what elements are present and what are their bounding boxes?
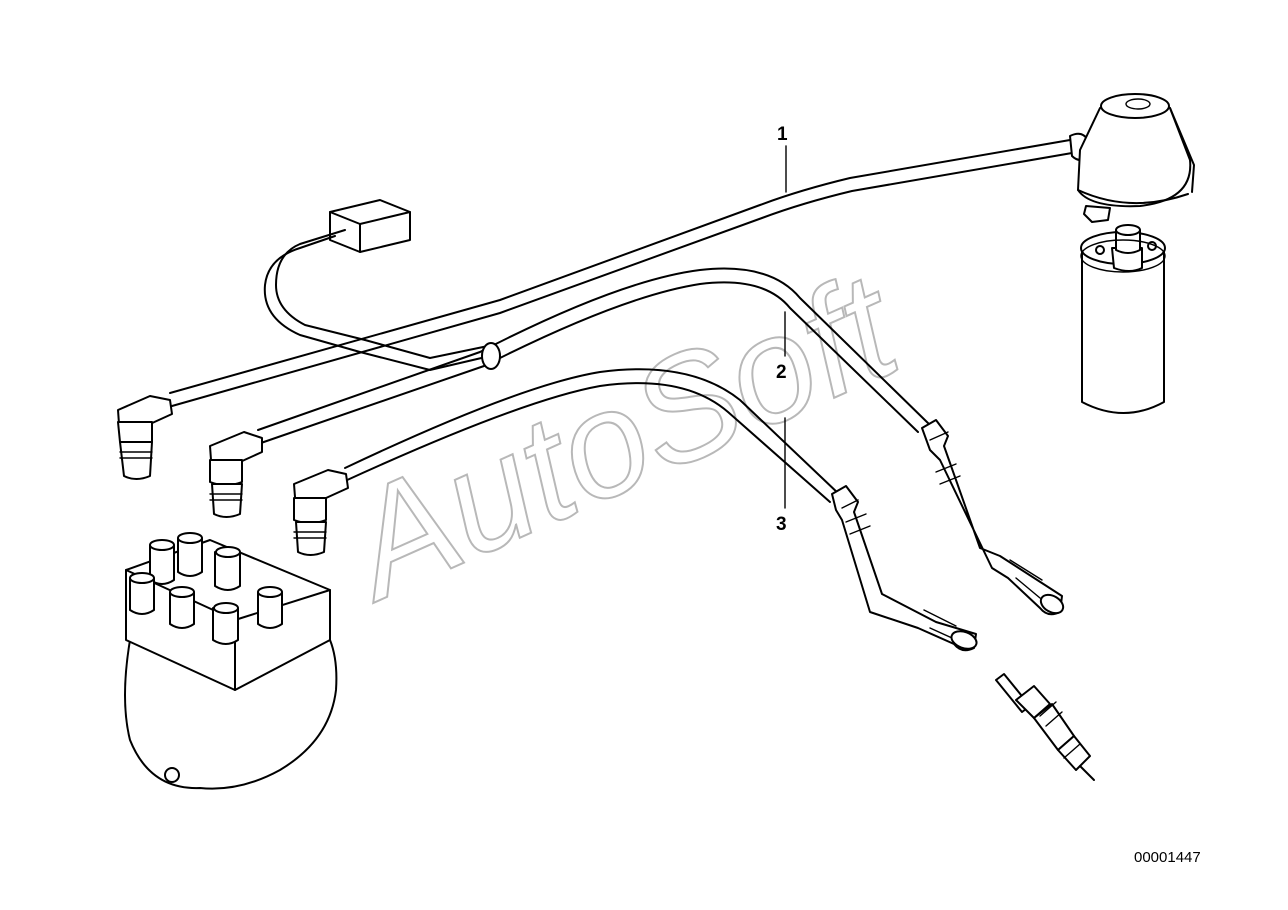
callout-label-3: 1 [777,124,788,145]
callout-label-2: 2 [776,362,787,383]
ignition-lead-1 [293,368,978,652]
distributor-cap [124,532,338,790]
ignition-lead-2 [209,267,1065,616]
watermark: AutoSoft [316,239,924,634]
ignition-lead-3 [117,132,1091,480]
document-number: 00001447 [1134,849,1201,866]
callout-2: 2 [776,311,787,383]
distributor-towers [129,532,283,645]
ignition-coil [1080,224,1166,414]
coil-cap [1077,93,1195,223]
callout-label-1: 3 [776,514,787,535]
spark-plug [995,673,1095,781]
sensor-connector [263,199,491,371]
callout-1: 3 [776,417,787,535]
svg-text:AutoSoft: AutoSoft [317,240,923,633]
callout-3: 1 [777,124,788,193]
